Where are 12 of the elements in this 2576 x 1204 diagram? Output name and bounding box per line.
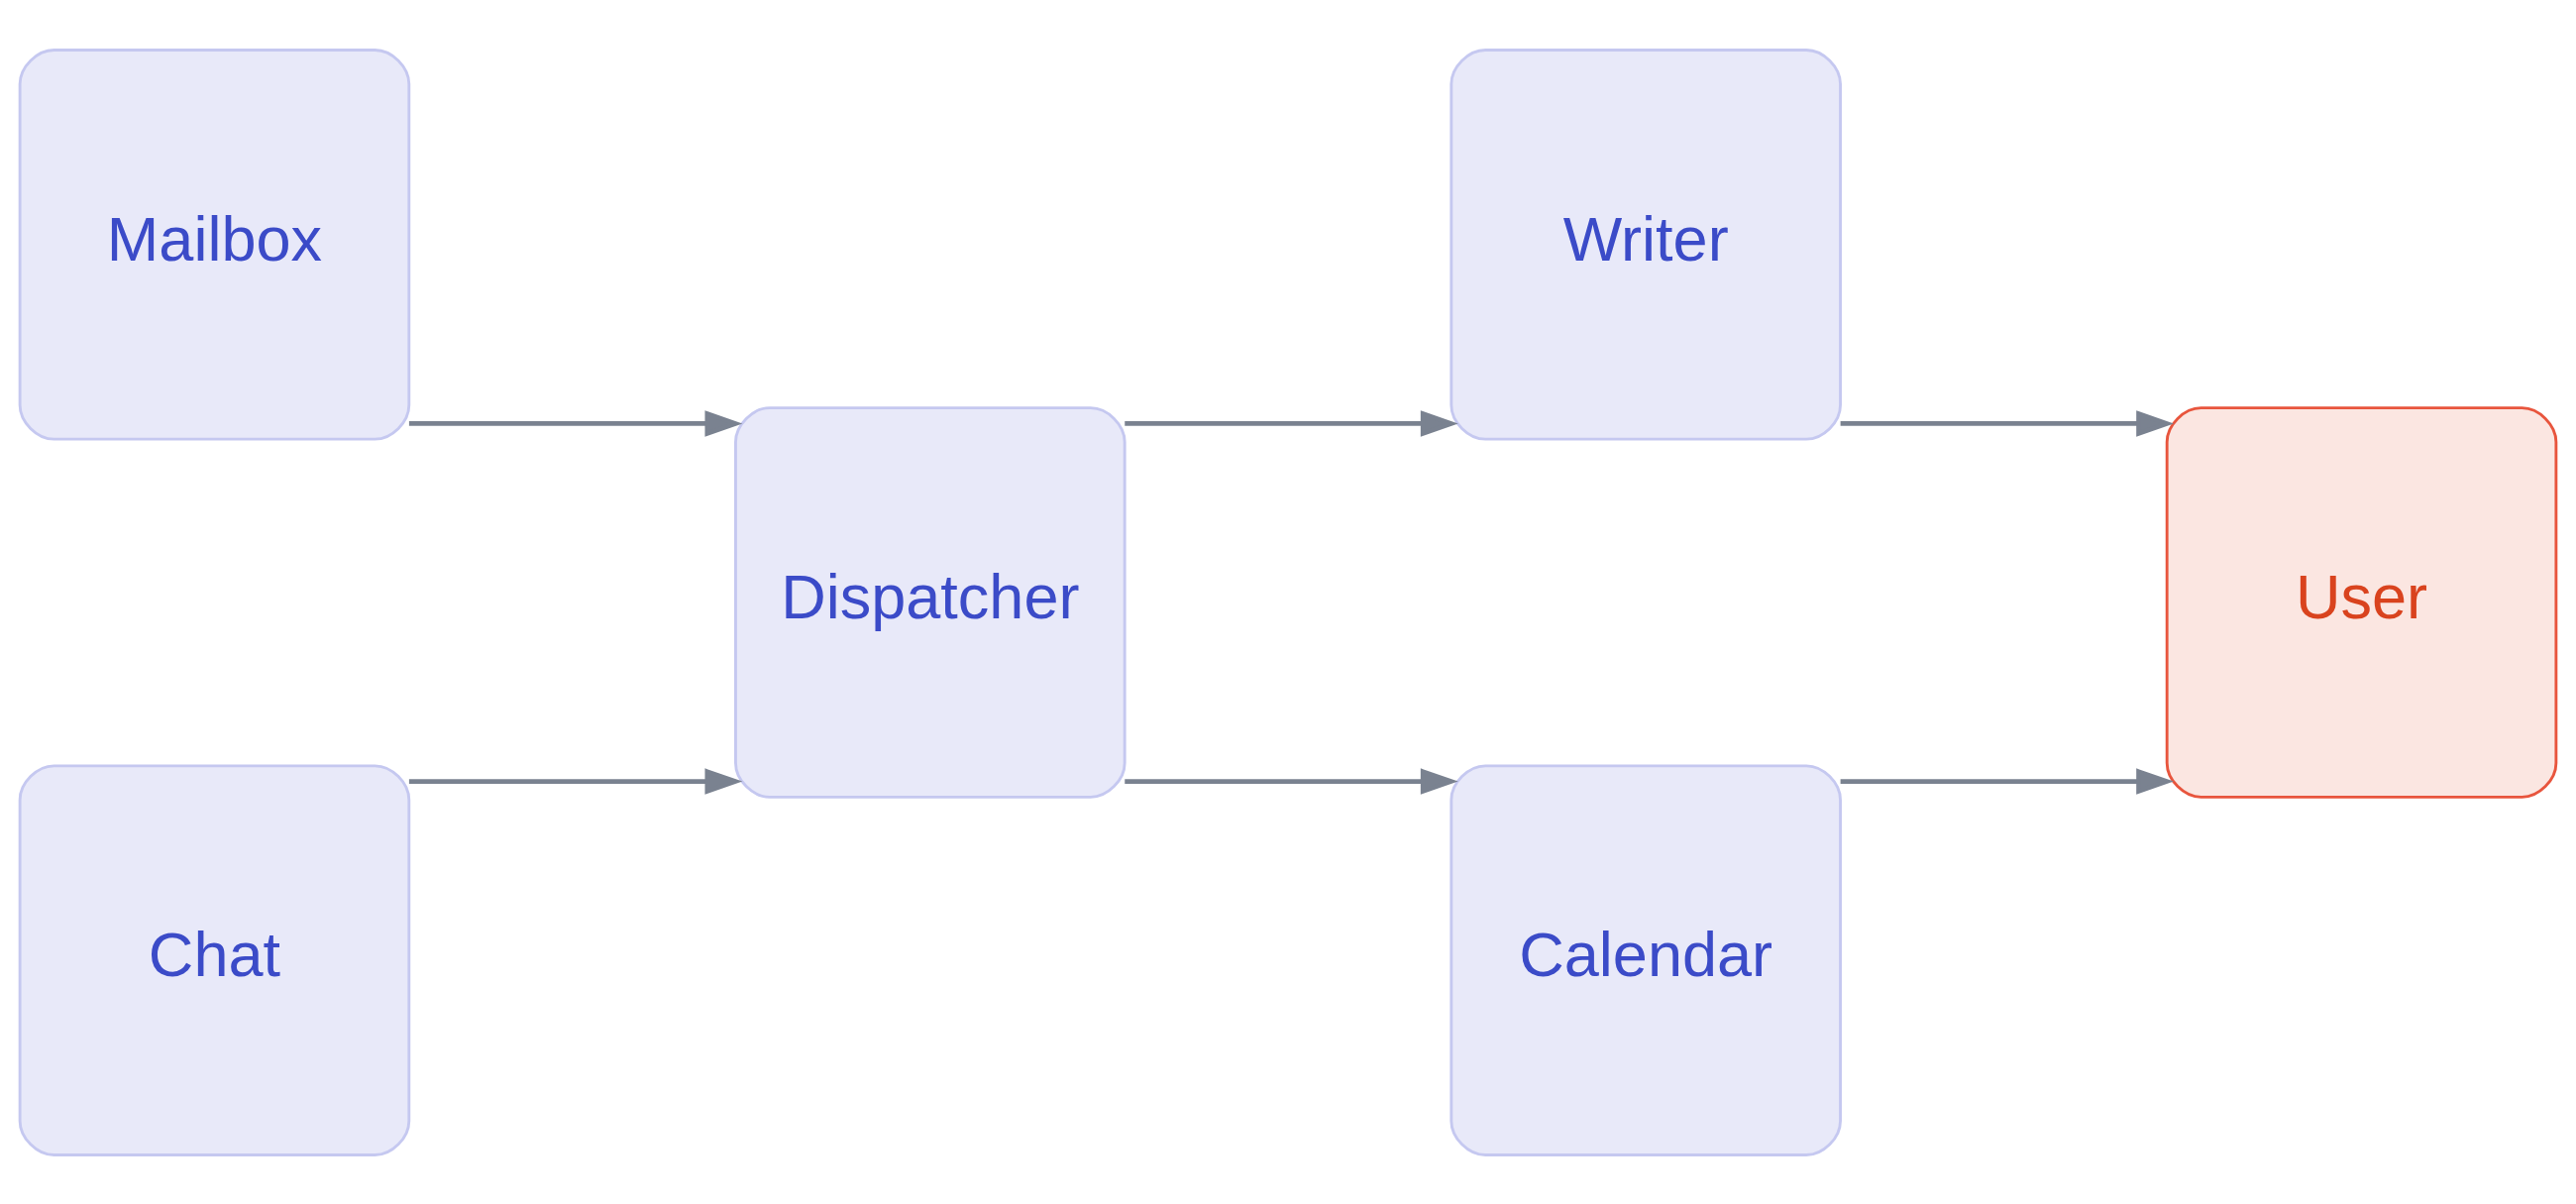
arrow: [1125, 409, 1458, 437]
node-box: Calendar: [1449, 763, 1842, 1156]
node-box: Mailbox: [18, 48, 411, 441]
node-box: User: [2165, 405, 2558, 799]
arrow: [408, 767, 743, 795]
node-box: Chat: [18, 763, 411, 1156]
node-box: Dispatcher: [734, 405, 1127, 799]
arrow: [408, 409, 743, 437]
arrow: [1840, 767, 2175, 795]
arrow: [1125, 767, 1458, 795]
node-box: Writer: [1449, 48, 1842, 441]
arrow: [1840, 409, 2175, 437]
